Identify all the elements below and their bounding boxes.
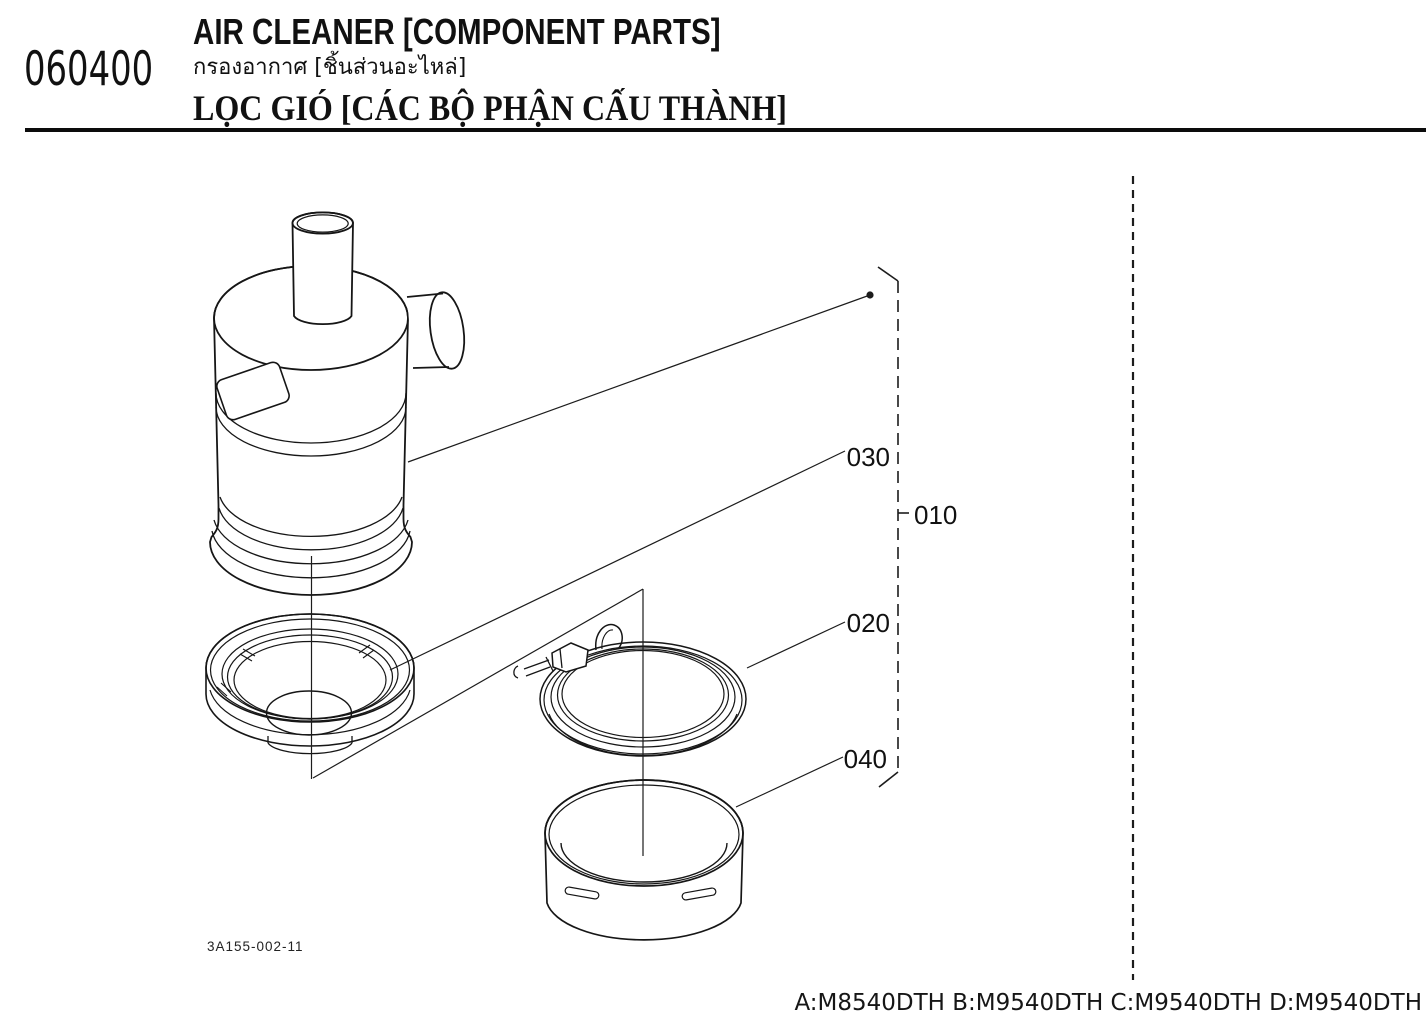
assembly-bracket (877, 266, 909, 788)
clamp-band (513, 623, 747, 757)
callout-010-label: 010 (914, 500, 957, 530)
element-cover-bowl (205, 613, 415, 755)
callout-020-label: 020 (847, 608, 890, 638)
section-code: 060400 (24, 42, 154, 97)
leader-line-030 (389, 450, 846, 671)
leader-line-040 (735, 756, 844, 808)
clamp-latch (513, 623, 623, 679)
body-label-plate (216, 361, 290, 421)
drawing-number: 3A155-002-11 (207, 939, 304, 954)
intake-pipe (291, 211, 354, 326)
callout-030-label: 030 (847, 442, 890, 472)
dust-cup-slot-right (681, 887, 717, 901)
page-title-english: AIR CLEANER [COMPONENT PARTS] (193, 11, 721, 52)
assembly-leader-dot (866, 291, 874, 299)
dust-cup-slot-left (564, 886, 600, 900)
header-rule (25, 128, 1426, 132)
outlet-pipe (406, 291, 466, 370)
page-title-thai: กรองอากาศ [ชิ้นส่วนอะไหล่] (193, 55, 467, 80)
dust-cup (544, 779, 744, 941)
axis-offset-line (312, 588, 644, 779)
leader-line-assembly (407, 294, 871, 463)
leader-lines (310, 291, 874, 856)
page-title-vietnamese: LỌC GIÓ [CÁC BỘ PHẬN CẤU THÀNH] (193, 88, 787, 128)
callout-040-label: 040 (844, 744, 887, 774)
applicable-models: A:M8540DTH B:M9540DTH C:M9540DTH D:M9540… (794, 990, 1422, 1016)
air-cleaner-body (209, 211, 466, 596)
leader-line-020 (746, 621, 846, 669)
